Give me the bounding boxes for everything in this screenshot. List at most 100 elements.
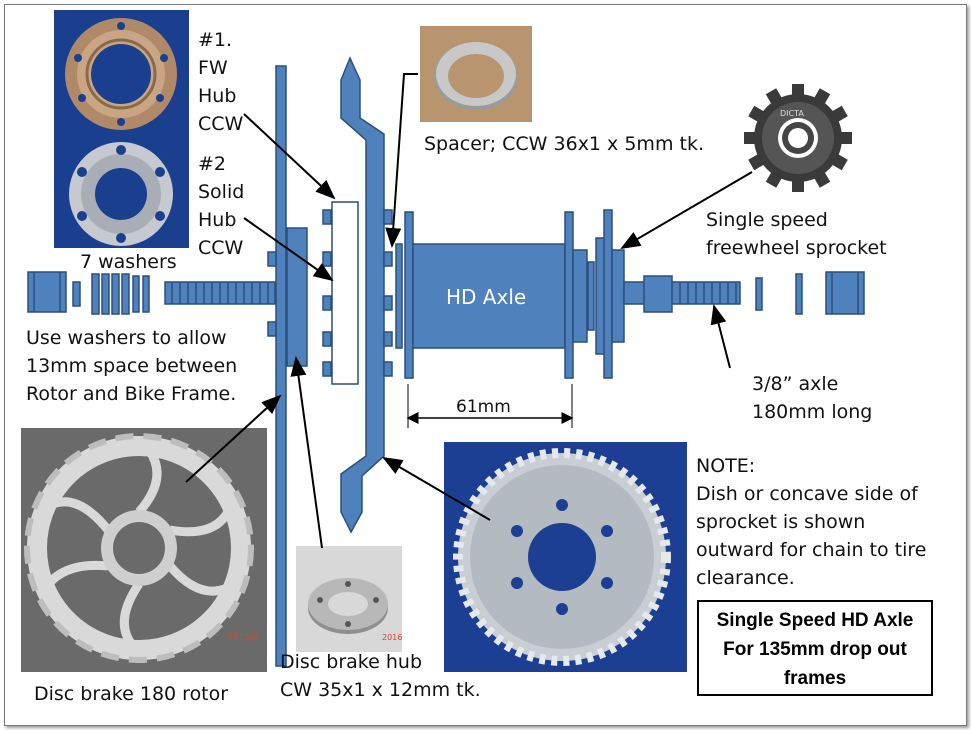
washer	[121, 273, 130, 315]
freewheel-ring	[603, 209, 613, 379]
fw-hub-ring-image	[65, 18, 177, 130]
axle-spec-arrow	[710, 304, 731, 369]
right-axle-thread	[623, 281, 741, 305]
washer	[72, 281, 81, 307]
fw-hub-label-line: #1.	[198, 29, 233, 51]
washer	[111, 273, 120, 315]
hub-step	[572, 249, 588, 343]
rotor-stamp: 2015/0	[227, 633, 259, 643]
sprocket-profile	[340, 56, 385, 534]
hub-core-block	[331, 201, 359, 385]
spacer-ring-image	[434, 42, 518, 110]
fw-hub-ring	[322, 295, 332, 311]
sprocket-image	[453, 448, 671, 666]
spacer-arrow	[385, 73, 418, 248]
fw-hub-ring	[322, 251, 332, 267]
disc-hub-label-line: CW 35x1 x 12mm tk.	[280, 679, 481, 701]
note-line: clearance.	[696, 567, 795, 589]
hub-stamp: 2016/	[382, 633, 402, 642]
washer	[132, 275, 140, 313]
washers-note: Use washers to allow 13mm space between …	[26, 324, 237, 408]
washers-note-line: Rotor and Bike Frame.	[26, 383, 237, 405]
hub-step	[587, 261, 595, 331]
solid-hub-label-line: #2	[198, 153, 227, 175]
sprocket-ring	[383, 295, 393, 311]
hub-flange-right	[564, 211, 574, 379]
title-box: Single Speed HD Axle For 135mm drop out …	[697, 600, 933, 696]
fw-hub-arrow	[243, 113, 336, 200]
disc-hub-label-line: Disc brake hub	[280, 651, 423, 673]
axle-spec-label: 3/8” axle 180mm long	[752, 370, 872, 426]
hub-flange-left	[404, 211, 414, 379]
fw-hub-label-line: FW	[198, 57, 228, 79]
solid-hub-label-line: Hub	[198, 209, 237, 231]
freewheel-photo: DICTA	[740, 84, 866, 196]
freewheel-ring	[611, 249, 625, 343]
solid-hub-label: #2 Solid Hub CCW	[198, 150, 244, 262]
washer	[91, 273, 100, 315]
disc-rotor-label: Disc brake 180 rotor	[34, 683, 229, 705]
washers-note-line: 13mm space between	[26, 355, 238, 377]
sprocket-ring	[383, 209, 393, 225]
right-washer	[795, 273, 803, 315]
thread-hatching	[33, 272, 859, 314]
note-line: outward for chain to tire	[696, 539, 927, 561]
note-line: Dish or concave side of	[696, 483, 918, 505]
fw-hub-ring	[322, 209, 332, 225]
fw-hub-label-line: Hub	[198, 85, 237, 107]
note-line: NOTE:	[696, 455, 756, 477]
fw-hub-photo	[54, 10, 189, 138]
title-line: frames	[783, 668, 847, 689]
title-line: Single Speed HD Axle	[716, 610, 914, 631]
note-text: NOTE: Dish or concave side of sprocket i…	[696, 452, 926, 592]
spacer-photo	[420, 26, 532, 122]
disc-rotor-image: 2015/0	[24, 433, 259, 663]
disc-brake-hub	[286, 227, 308, 367]
freewheel-print: DICTA	[780, 109, 804, 118]
axle-label: HD Axle	[446, 285, 526, 309]
freewheel-label-line: Single speed	[706, 209, 828, 231]
washer-note-arrow	[185, 394, 282, 483]
hub-body	[412, 243, 566, 349]
axle-spec-line: 180mm long	[752, 401, 873, 423]
washers-note-line: Use washers to allow	[26, 327, 227, 349]
freewheel-label-line: freewheel sprocket	[706, 237, 887, 259]
disc-hub-image: 2016/	[308, 578, 402, 642]
washer	[101, 273, 110, 315]
right-washer	[755, 277, 763, 311]
sprocket-photo	[444, 442, 687, 672]
right-axle-nut-inner	[643, 275, 673, 313]
spacer-ring	[395, 243, 403, 349]
frame-bump	[267, 251, 277, 267]
washer	[142, 275, 150, 313]
axle-spec-line: 3/8” axle	[752, 373, 839, 395]
washers-count-label: 7 washers	[80, 251, 177, 273]
fw-hub-label-line: CCW	[198, 113, 244, 135]
disc-hub-arrow	[290, 356, 323, 549]
solid-hub-label-line: Solid	[198, 181, 245, 203]
freewheel-label: Single speed freewheel sprocket	[706, 206, 887, 262]
disc-hub-label: Disc brake hub CW 35x1 x 12mm tk.	[280, 648, 481, 704]
disc-rotor-photo: 2015/0	[21, 428, 267, 672]
solid-hub-label-line: CCW	[198, 237, 244, 259]
fw-hub-ring	[322, 361, 332, 377]
sprocket-ring	[383, 331, 393, 347]
frame-bump	[267, 321, 277, 337]
fw-hub-ring	[322, 331, 332, 347]
fw-hub-label: #1. FW Hub CCW	[198, 26, 243, 138]
solid-hub-ring-image	[69, 142, 173, 246]
dimension-label: 61mm	[456, 397, 511, 417]
note-line: sprocket is shown	[696, 511, 866, 533]
solid-hub-arrow	[243, 217, 334, 282]
disc-hub-photo: 2016/	[296, 546, 402, 652]
sprocket-ring	[383, 361, 393, 377]
sprocket-arrow	[382, 456, 491, 521]
freewheel-sprocket-image: DICTA	[744, 84, 852, 192]
title-line: For 135mm drop out	[723, 639, 907, 660]
bike-frame-plate	[275, 65, 287, 667]
freewheel-arrow	[620, 171, 753, 250]
sprocket-ring	[383, 251, 393, 267]
solid-hub-photo	[54, 138, 189, 248]
spacer-label: Spacer; CCW 36x1 x 5mm tk.	[424, 133, 704, 155]
